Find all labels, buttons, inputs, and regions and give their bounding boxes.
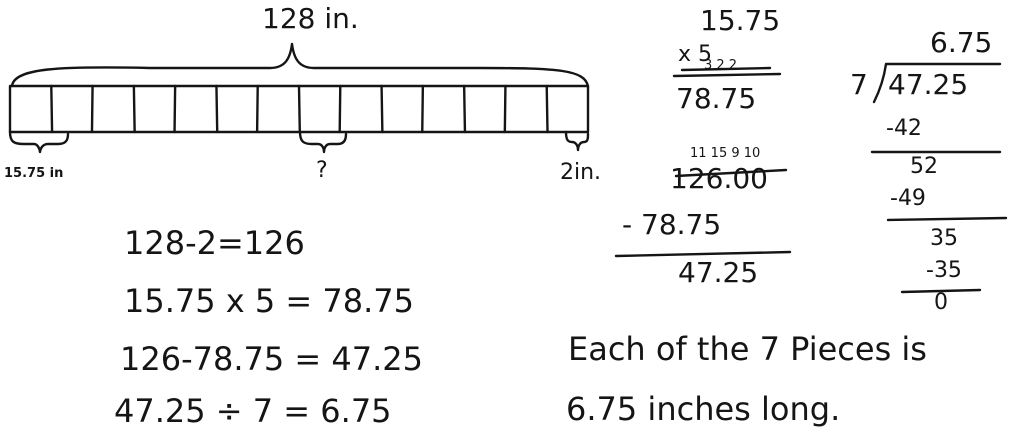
sub-difference: 47.25	[678, 256, 759, 289]
equation-4: 47.25 ÷ 7 = 6.75	[114, 392, 392, 430]
mult-multiplier: x 5	[678, 42, 713, 67]
subtraction-bar	[614, 250, 792, 258]
tape-divider	[503, 84, 507, 134]
mult-product: 78.75	[676, 82, 757, 115]
answer-line-1: Each of the 7 Pieces is	[568, 330, 927, 368]
tape-divider	[90, 84, 94, 134]
div-step-2: 52	[910, 154, 938, 179]
equation-2: 15.75 x 5 = 78.75	[124, 282, 415, 320]
div-step-3: -49	[890, 186, 926, 211]
tape-divider	[380, 84, 384, 134]
div-step-1: -42	[886, 116, 922, 141]
sub-borrows: 11 15 9 10	[690, 146, 761, 161]
div-dividend: 47.25	[888, 68, 969, 101]
tape-divider	[255, 84, 259, 134]
tape-dividers	[50, 84, 549, 134]
sub-subtrahend: - 78.75	[622, 208, 722, 241]
first-piece-label: 15.75 in	[4, 166, 64, 181]
remainder-brace	[564, 130, 590, 152]
carry-crossout	[680, 66, 772, 72]
mult-multiplicand: 15.75	[700, 4, 781, 37]
tape-divider	[462, 84, 467, 134]
answer-line-2: 6.75 inches long.	[566, 390, 841, 428]
unknown-piece-brace	[298, 130, 348, 154]
equation-3: 126-78.75 = 47.25	[120, 340, 423, 378]
division-bar-2	[886, 216, 1008, 222]
minuend-crossout	[674, 168, 788, 178]
first-piece-brace	[8, 130, 70, 154]
remainder-label: 2in.	[560, 160, 602, 185]
tape-divider	[132, 84, 136, 134]
tape-divider	[421, 84, 425, 134]
total-brace	[10, 42, 590, 88]
division-bar-3	[900, 288, 982, 294]
div-step-6: 0	[934, 290, 948, 315]
div-quotient: 6.75	[930, 26, 993, 59]
equation-1: 128-2=126	[124, 224, 305, 262]
multiplication-bar	[672, 72, 782, 78]
sub-minuend: 126.00	[670, 162, 768, 195]
tape-divider	[545, 84, 549, 134]
total-length-label: 128 in.	[262, 2, 359, 35]
tape-divider	[173, 84, 177, 134]
mult-carries: 3 2 2	[704, 58, 738, 73]
div-step-4: 35	[930, 226, 958, 251]
tape-divider	[50, 84, 54, 134]
division-bracket	[872, 62, 1002, 104]
unknown-piece-label: ?	[316, 158, 328, 183]
div-divisor: 7	[850, 68, 868, 101]
tape-divider	[338, 84, 342, 134]
tape-divider	[215, 84, 219, 134]
div-step-5: -35	[926, 258, 962, 283]
tape-divider	[297, 84, 301, 134]
